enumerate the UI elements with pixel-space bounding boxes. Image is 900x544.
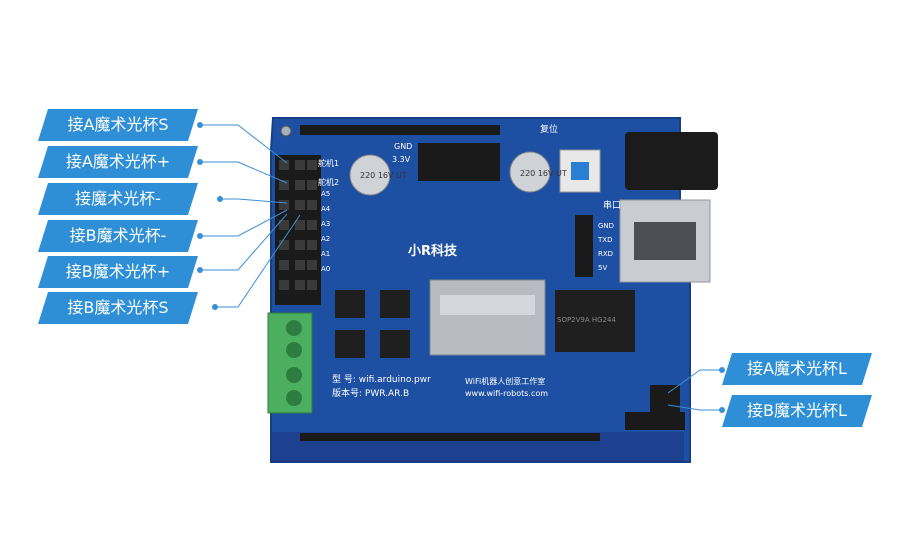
pin-label: A1	[321, 250, 330, 258]
heatsink	[429, 279, 546, 356]
bottom-header-pins	[300, 433, 600, 441]
pin-label: A3	[321, 220, 330, 228]
capacitor-1	[349, 154, 391, 196]
label-sensor-minus: 接魔术光杯-	[38, 183, 198, 215]
label-a-sensor-l: 接A魔术光杯L	[722, 353, 872, 385]
top-header	[300, 125, 500, 135]
servo1-text: 舵机1	[318, 158, 339, 168]
pin-label: A4	[321, 205, 331, 213]
serial-text: 串口	[603, 200, 621, 211]
green-terminal-block	[267, 312, 313, 414]
serial-pin-label: GND	[598, 222, 614, 230]
cap2-text: 220 16V UT	[520, 169, 567, 178]
label-b-sensor-minus: 接B魔术光杯-	[38, 220, 198, 252]
connector-dots	[197, 122, 725, 413]
label-a-sensor-plus: 接A魔术光杯+	[38, 146, 198, 178]
driver-chip	[555, 290, 635, 352]
url-text: www.wifi-robots.com	[465, 389, 548, 398]
version-text: 版本号: PWR.AR.B	[332, 387, 409, 399]
brand-text: 小R科技	[408, 243, 458, 259]
top-center-header	[418, 143, 500, 181]
power-jack	[625, 132, 718, 190]
reset-text: 复位	[540, 123, 558, 135]
serial-header	[575, 215, 593, 277]
pin-label: A5	[321, 190, 330, 198]
pcb-board	[267, 117, 718, 463]
chip-text: SOP2V9A HG244	[557, 316, 616, 324]
pin-label: A2	[321, 235, 330, 243]
connector-lines	[200, 124, 722, 411]
model-text: 型 号: wifi.arduino.pwr	[332, 374, 431, 385]
cap1-text: 220 16V UT	[360, 171, 407, 180]
mosfet-row	[335, 290, 410, 358]
pin-label: A0	[321, 265, 330, 273]
v33-text: 3.3V	[392, 155, 411, 164]
capacitor-2	[509, 151, 551, 193]
serial-pin-label: RXD	[598, 250, 613, 258]
serial-pin-label: 5V	[598, 264, 607, 272]
label-b-sensor-s: 接B魔术光杯S	[38, 292, 198, 324]
gnd-text: GND	[394, 142, 412, 151]
servo2-text: 舵机2	[318, 177, 339, 187]
serial-pin-label: TXD	[597, 236, 612, 244]
label-a-sensor-s: 接A魔术光杯S	[38, 109, 198, 141]
label-b-sensor-l: 接B魔术光杯L	[722, 395, 872, 427]
org-text: WiFi机器人创意工作室	[465, 376, 545, 386]
label-b-sensor-plus: 接B魔术光杯+	[38, 256, 198, 288]
